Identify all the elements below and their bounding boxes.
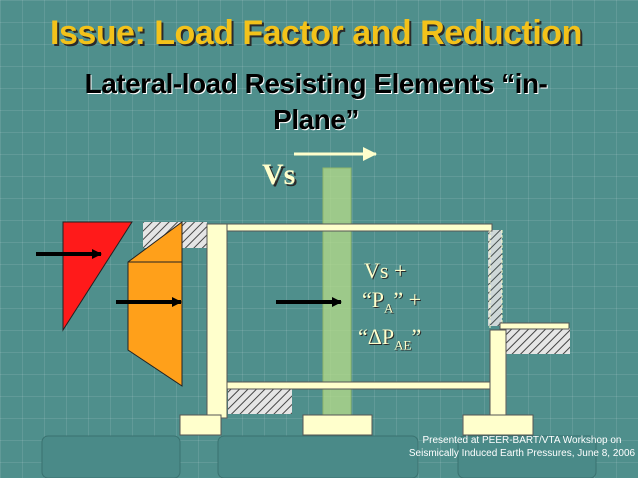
footing-center	[302, 414, 373, 436]
left-wall	[206, 223, 228, 419]
footer-credit: Presented at PEER-BART/VTA Workshop on S…	[408, 434, 636, 460]
static-pressure-triangle	[62, 221, 133, 332]
footing-pad-center	[217, 435, 419, 478]
soil-hatch-right	[506, 328, 570, 354]
footing-right	[462, 414, 534, 436]
combination-line-1: Vs +	[364, 258, 407, 283]
soil-hatch-bottom-left	[228, 388, 292, 414]
shear-band	[322, 167, 352, 417]
shear-label: Vs	[262, 158, 296, 191]
combination-line-3: “ΔPAE”	[358, 324, 422, 353]
combination-line-2: “PA” +	[362, 287, 422, 316]
load-combination: Vs + “PA” + “ΔPAE”	[358, 256, 421, 360]
right-wall	[489, 329, 507, 419]
footer-line-2: Seismically Induced Earth Pressures, Jun…	[408, 448, 636, 459]
footer-line-1: Presented at PEER-BART/VTA Workshop on	[422, 435, 622, 446]
footing-pad-left	[41, 435, 181, 478]
right-ledge	[499, 322, 570, 330]
wall-hatch-right	[488, 230, 502, 326]
base-slab	[221, 381, 495, 390]
slide-subtitle: Lateral-load Resisting Elements “in-Plan…	[84, 68, 548, 135]
footing-pad-right	[457, 435, 597, 478]
roof-slab	[221, 223, 493, 232]
slide-title: Issue: Load Factor and Reduction	[50, 14, 582, 52]
footing-left	[179, 414, 222, 436]
